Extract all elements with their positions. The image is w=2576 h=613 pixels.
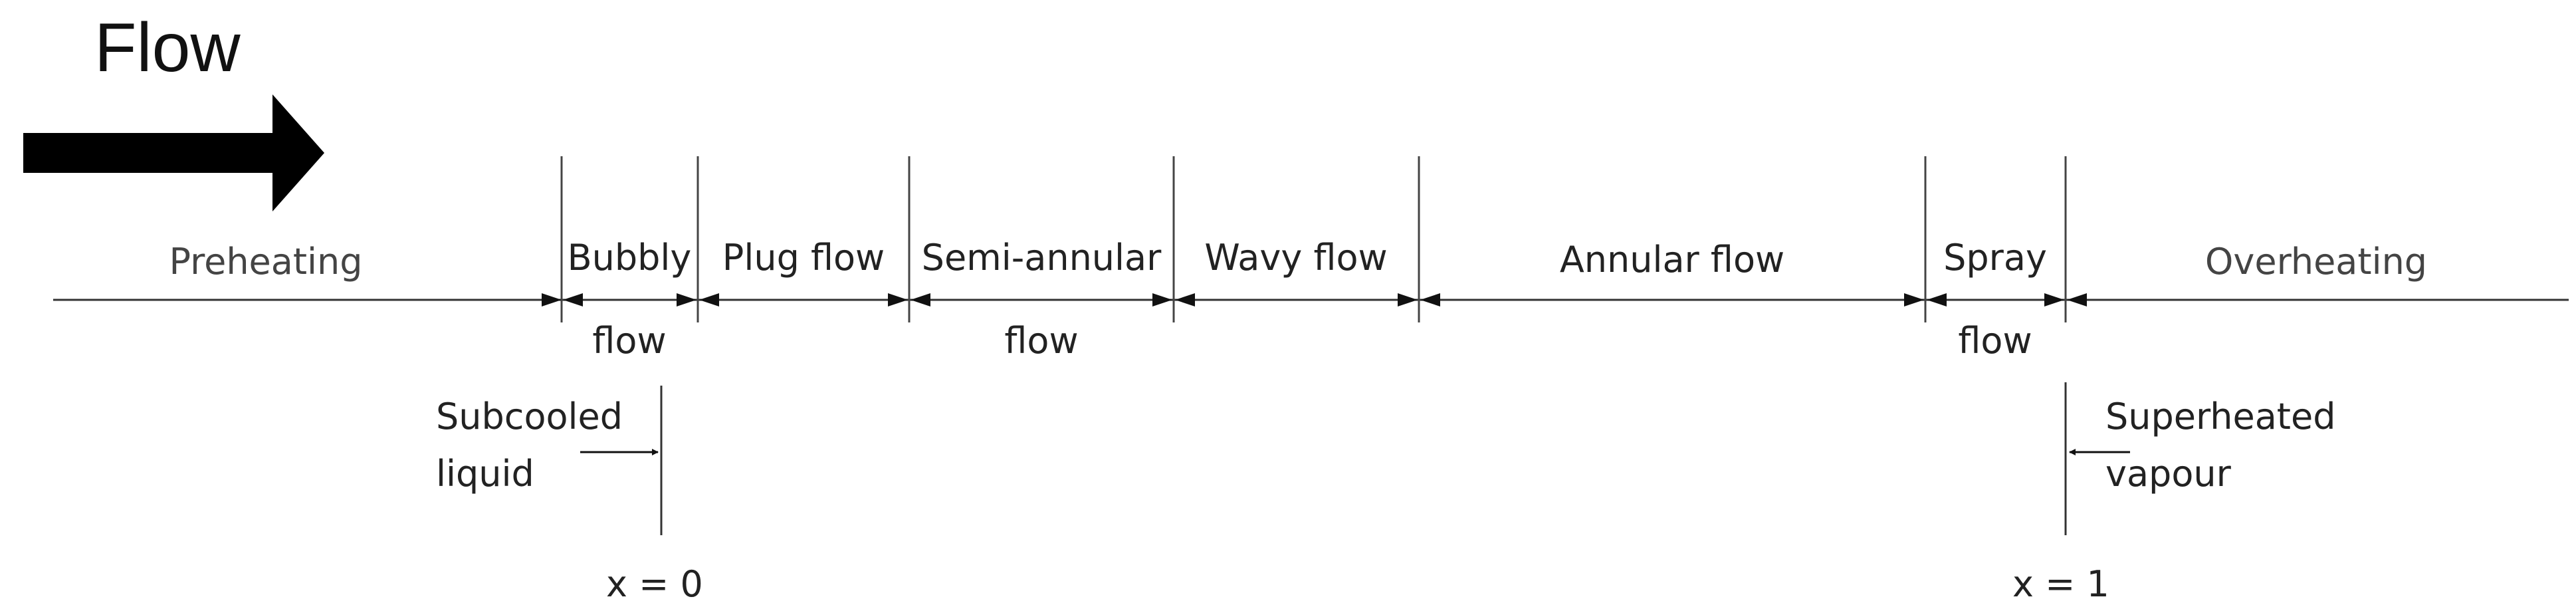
axis-arrowheads — [542, 293, 2087, 306]
region-semi-annular: Semi-annular — [921, 237, 1162, 279]
region-bubbly: Bubbly — [567, 237, 692, 279]
region-wavy-flow: Wavy flow — [1204, 237, 1388, 279]
region-plug-flow: Plug flow — [722, 237, 885, 279]
region-semi-annular-sub: flow — [1004, 320, 1079, 362]
subcooled-label-line1: Subcooled — [436, 396, 623, 437]
region-spray-sub: flow — [1958, 320, 2032, 362]
flow-title: Flow — [94, 9, 241, 86]
region-spray: Spray — [1943, 237, 2047, 279]
subcooled-label-line2: liquid — [436, 453, 534, 495]
region-annular-flow: Annular flow — [1559, 239, 1785, 281]
region-bubbly-sub: flow — [592, 320, 667, 362]
region-preheating: Preheating — [169, 241, 363, 283]
flow-direction-arrow — [23, 94, 324, 211]
x-zero-label: x = 0 — [606, 563, 703, 605]
x-one-label: x = 1 — [2012, 563, 2109, 605]
region-overheating: Overheating — [2204, 241, 2428, 283]
superheated-label-line1: Superheated — [2105, 396, 2336, 437]
superheated-label-line2: vapour — [2105, 453, 2231, 495]
regime-dividers — [560, 156, 2067, 322]
